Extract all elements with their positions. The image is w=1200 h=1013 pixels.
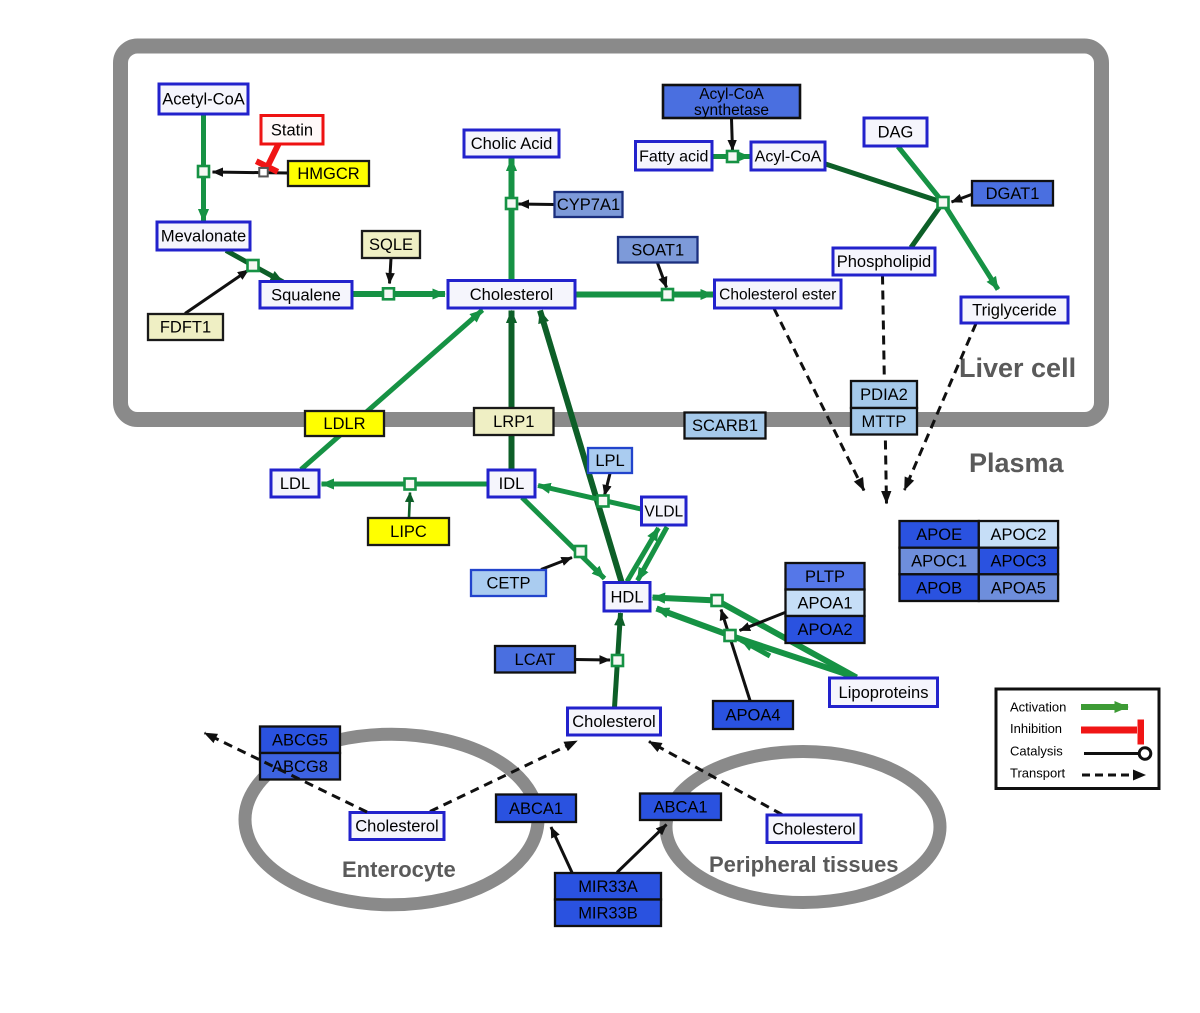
svg-text:CYP7A1: CYP7A1: [557, 196, 620, 214]
svg-text:HDL: HDL: [610, 588, 643, 606]
svg-text:SCARB1: SCARB1: [692, 417, 758, 435]
svg-text:Cholesterol: Cholesterol: [355, 818, 438, 836]
svg-text:APOA1: APOA1: [797, 594, 852, 612]
svg-text:Transport: Transport: [1010, 766, 1066, 781]
svg-text:APOA4: APOA4: [725, 707, 780, 725]
svg-text:MIR33A: MIR33A: [578, 878, 638, 896]
svg-text:PDIA2: PDIA2: [860, 386, 908, 404]
svg-text:LCAT: LCAT: [515, 651, 556, 669]
svg-text:Lipoproteins: Lipoproteins: [839, 684, 929, 702]
svg-text:IDL: IDL: [499, 475, 525, 493]
svg-text:Activation: Activation: [1010, 700, 1066, 715]
svg-text:DGAT1: DGAT1: [986, 185, 1040, 203]
svg-text:ABCG8: ABCG8: [272, 758, 328, 776]
svg-text:APOC1: APOC1: [911, 553, 967, 571]
svg-text:Phospholipid: Phospholipid: [837, 253, 932, 271]
svg-text:APOA5: APOA5: [991, 579, 1046, 597]
svg-text:APOC2: APOC2: [990, 526, 1046, 544]
svg-text:APOC3: APOC3: [990, 553, 1046, 571]
svg-text:Statin: Statin: [271, 121, 313, 139]
svg-text:Catalysis: Catalysis: [1010, 744, 1063, 759]
svg-text:MTTP: MTTP: [862, 413, 907, 431]
svg-text:synthetase: synthetase: [694, 102, 769, 119]
svg-text:DAG: DAG: [878, 124, 914, 142]
svg-text:Fatty acid: Fatty acid: [639, 148, 708, 165]
svg-text:Cholesterol: Cholesterol: [470, 286, 553, 304]
svg-text:Cholic Acid: Cholic Acid: [471, 135, 553, 153]
svg-text:ABCA1: ABCA1: [509, 800, 563, 818]
svg-text:Cholesterol: Cholesterol: [772, 820, 855, 838]
svg-text:ABCG5: ABCG5: [272, 731, 328, 749]
svg-text:Acetyl-CoA: Acetyl-CoA: [162, 91, 245, 109]
svg-text:Squalene: Squalene: [271, 286, 341, 304]
svg-text:APOE: APOE: [916, 526, 962, 544]
svg-text:APOA2: APOA2: [797, 621, 852, 639]
svg-text:Enterocyte: Enterocyte: [342, 857, 456, 882]
svg-text:VLDL: VLDL: [644, 503, 683, 520]
svg-text:LRP1: LRP1: [493, 413, 534, 431]
svg-text:ABCA1: ABCA1: [653, 798, 707, 816]
svg-text:Acyl-CoA: Acyl-CoA: [699, 86, 764, 103]
svg-text:CETP: CETP: [486, 575, 530, 593]
svg-text:LDLR: LDLR: [323, 415, 365, 433]
svg-text:LPL: LPL: [595, 452, 624, 470]
svg-text:Plasma: Plasma: [969, 448, 1065, 478]
svg-text:Acyl-CoA: Acyl-CoA: [755, 149, 822, 166]
svg-text:FDFT1: FDFT1: [160, 319, 211, 337]
svg-text:SOAT1: SOAT1: [631, 241, 684, 259]
svg-text:HMGCR: HMGCR: [297, 165, 359, 183]
svg-text:Peripheral tissues: Peripheral tissues: [709, 852, 899, 877]
svg-text:Mevalonate: Mevalonate: [161, 228, 246, 246]
svg-text:LDL: LDL: [280, 475, 310, 493]
svg-text:Liver cell: Liver cell: [959, 353, 1076, 383]
svg-text:MIR33B: MIR33B: [578, 904, 638, 922]
svg-text:LIPC: LIPC: [390, 523, 427, 541]
svg-text:SQLE: SQLE: [369, 236, 413, 254]
svg-text:PLTP: PLTP: [805, 568, 845, 586]
svg-text:Triglyceride: Triglyceride: [972, 302, 1057, 320]
svg-text:Inhibition: Inhibition: [1010, 721, 1062, 736]
svg-text:APOB: APOB: [916, 579, 962, 597]
svg-text:Cholesterol: Cholesterol: [572, 713, 655, 731]
svg-text:Cholesterol ester: Cholesterol ester: [719, 286, 836, 303]
